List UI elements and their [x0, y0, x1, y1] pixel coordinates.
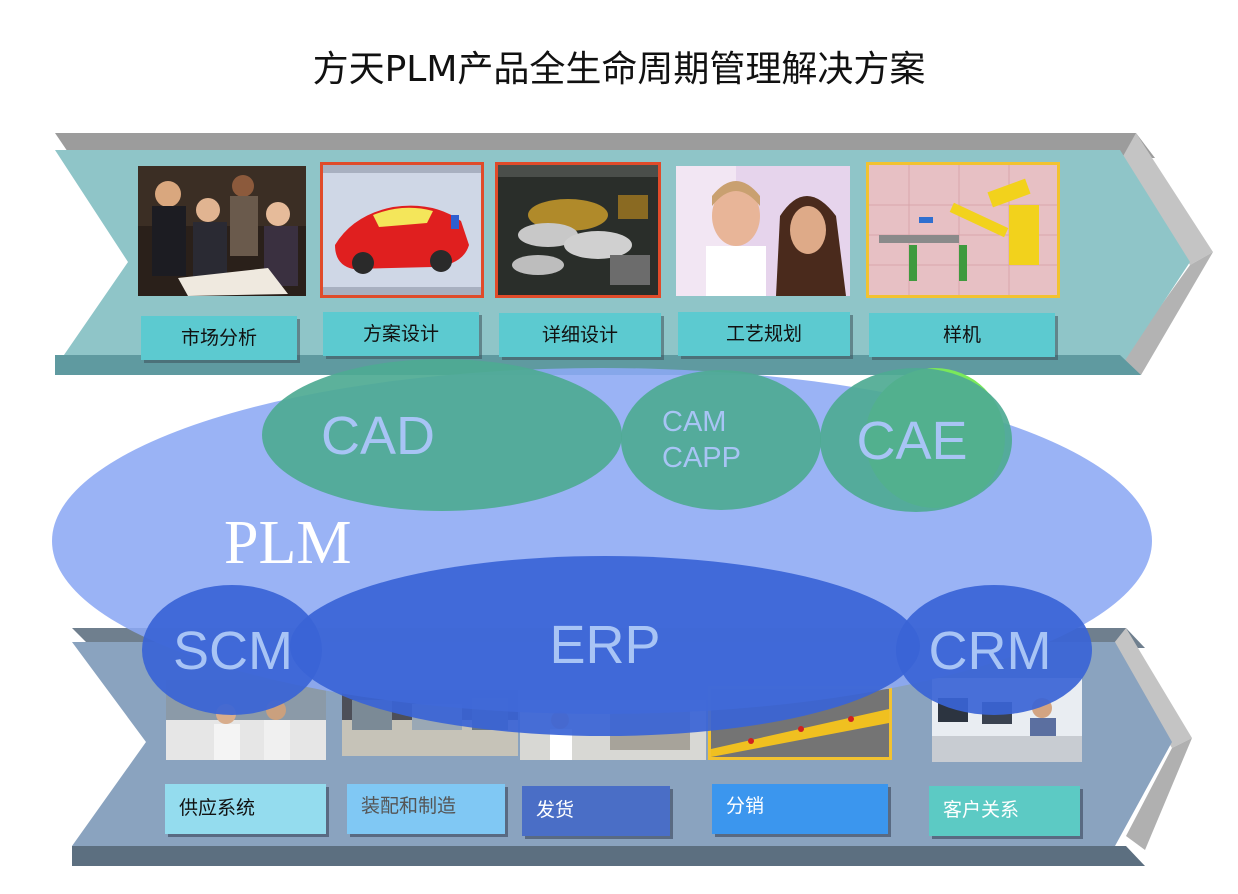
stage-label-process-planning: 工艺规划 [678, 312, 850, 356]
stage-label-detailed-design: 详细设计 [499, 313, 661, 357]
stage-label-supply: 供应系统 [165, 784, 326, 834]
erp-label: ERP [549, 615, 661, 675]
engineers-at-screen-photo [676, 166, 850, 296]
erp-ellipse [290, 556, 920, 736]
stage-label-concept-design: 方案设计 [323, 312, 479, 356]
stage-label-customer-relations: 客户关系 [929, 786, 1080, 836]
stage-label-shipping: 发货 [522, 786, 670, 836]
crm-label: CRM [928, 621, 1052, 681]
scm-label: SCM [173, 621, 293, 681]
cam-label: CAM [662, 406, 727, 438]
cad-ellipse [262, 359, 622, 511]
business-meeting-photo [138, 166, 306, 296]
engine-detail-cad-photo [495, 162, 661, 298]
red-car-cad-model-photo [320, 162, 484, 298]
stage-label-distribution: 分销 [712, 784, 888, 834]
plm-label: PLM [224, 509, 352, 577]
page-title: 方天PLM产品全生命周期管理解决方案 [312, 49, 926, 90]
yellow-robot-arm-simulation-photo [866, 162, 1060, 298]
scm-ellipse [142, 585, 322, 715]
stage-label-assembly-manufacturing: 装配和制造 [347, 784, 505, 834]
crm-ellipse [896, 585, 1092, 715]
stage-label-prototype: 样机 [869, 313, 1055, 357]
distribution-line-photo [708, 686, 892, 760]
capp-label: CAPP [662, 442, 741, 474]
cae-ellipse [820, 368, 1012, 512]
cae-label: CAE [856, 411, 968, 471]
cad-label: CAD [320, 406, 435, 466]
stage-label-market-analysis: 市场分析 [141, 316, 297, 360]
cam-capp-ellipse [621, 370, 821, 510]
